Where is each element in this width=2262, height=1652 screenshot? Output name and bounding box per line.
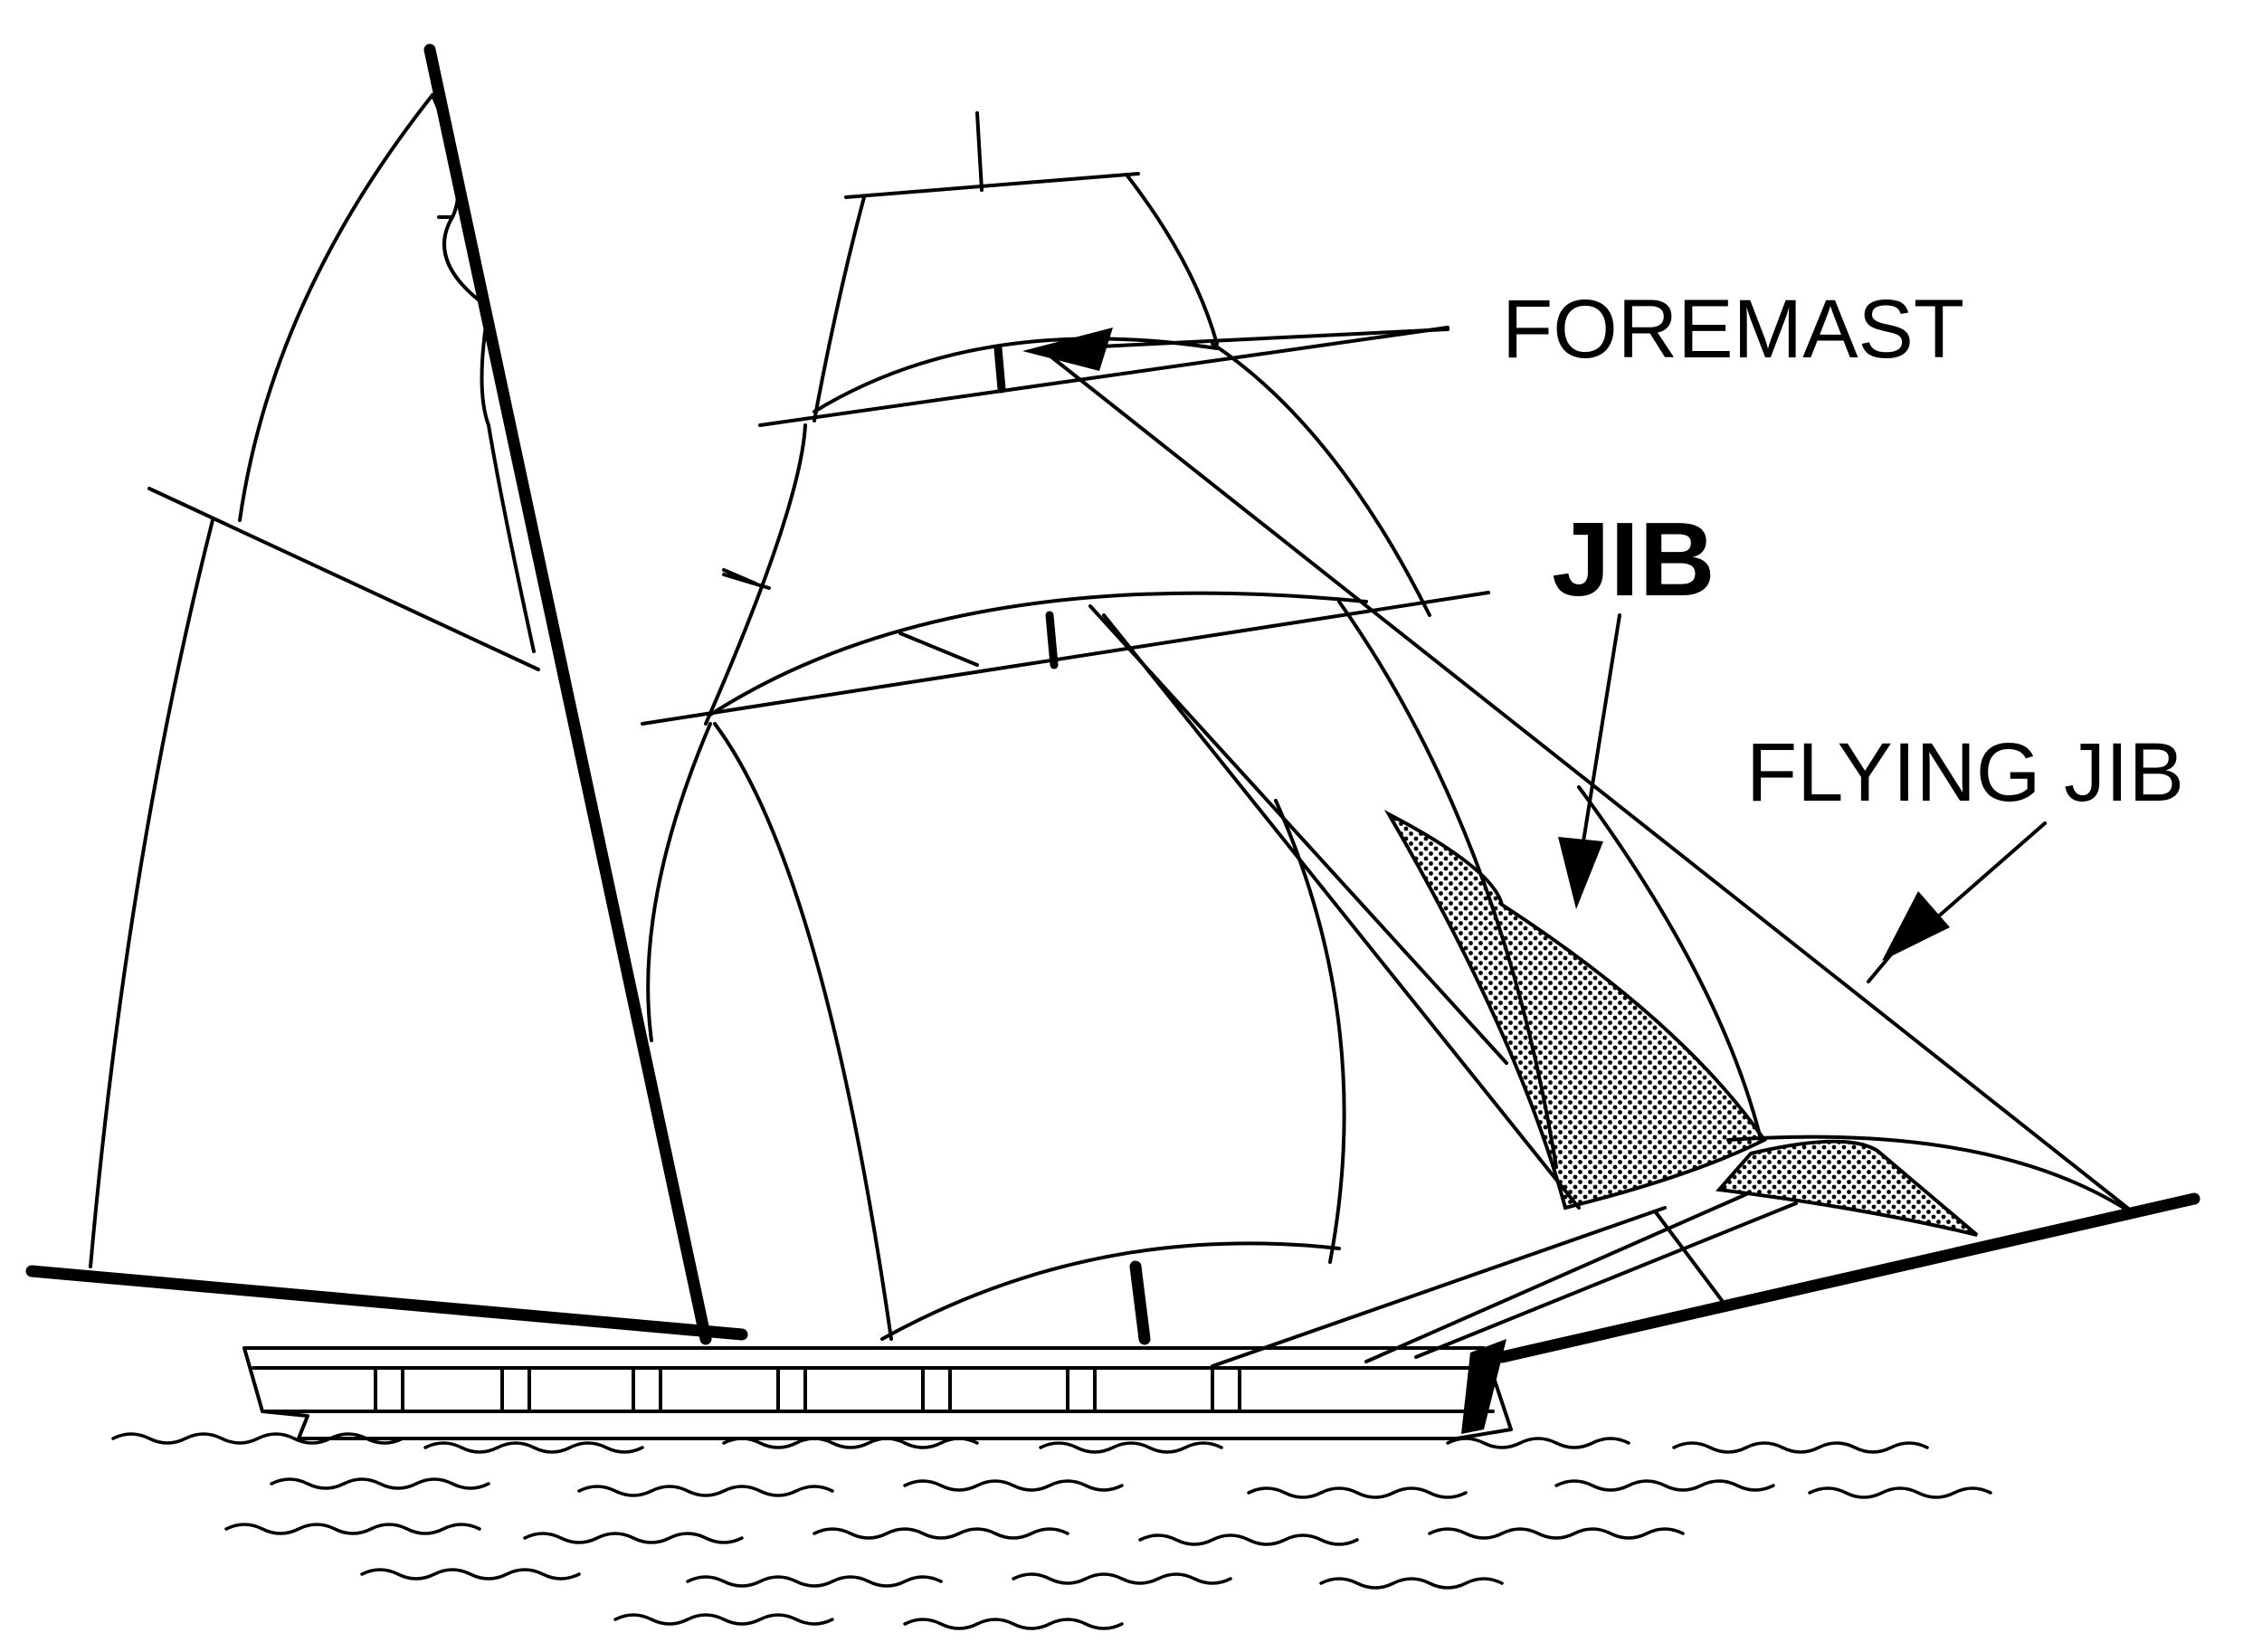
flying-jib-foot xyxy=(1716,1139,1979,1237)
main-gaff xyxy=(147,487,540,671)
topgallant-yard xyxy=(758,326,1449,427)
flying-jib-label: FLYING JIB xyxy=(1746,726,2184,819)
mainmast-rig xyxy=(25,43,748,1345)
main-boom xyxy=(25,1265,748,1341)
mainmast xyxy=(423,43,712,1345)
foremast-pole xyxy=(975,111,984,192)
topsail-yard xyxy=(641,591,1490,726)
water-waves xyxy=(111,1432,1992,1630)
bowsprit xyxy=(1496,1192,2200,1363)
foremast-rig xyxy=(641,111,1558,1345)
jib-sail xyxy=(1383,810,1767,1211)
ship-hull xyxy=(242,1339,1513,1440)
main-topsail xyxy=(238,93,434,522)
headsails xyxy=(1039,347,2137,1368)
label-arrows xyxy=(1022,328,2047,983)
foremast-label: FOREMAST xyxy=(1502,283,1965,375)
hull-portholes xyxy=(374,1366,1241,1413)
flying-jib-sail xyxy=(1577,785,1762,1137)
jib-label: JIB xyxy=(1552,500,1716,618)
royal-yard xyxy=(844,172,1140,199)
foremast-arrow xyxy=(1061,328,1449,350)
flying-jib-arrow xyxy=(1934,821,2047,920)
flying-jib-stay xyxy=(1039,347,2137,1216)
jib-arrow xyxy=(1582,613,1621,843)
main-sail xyxy=(89,518,214,1268)
